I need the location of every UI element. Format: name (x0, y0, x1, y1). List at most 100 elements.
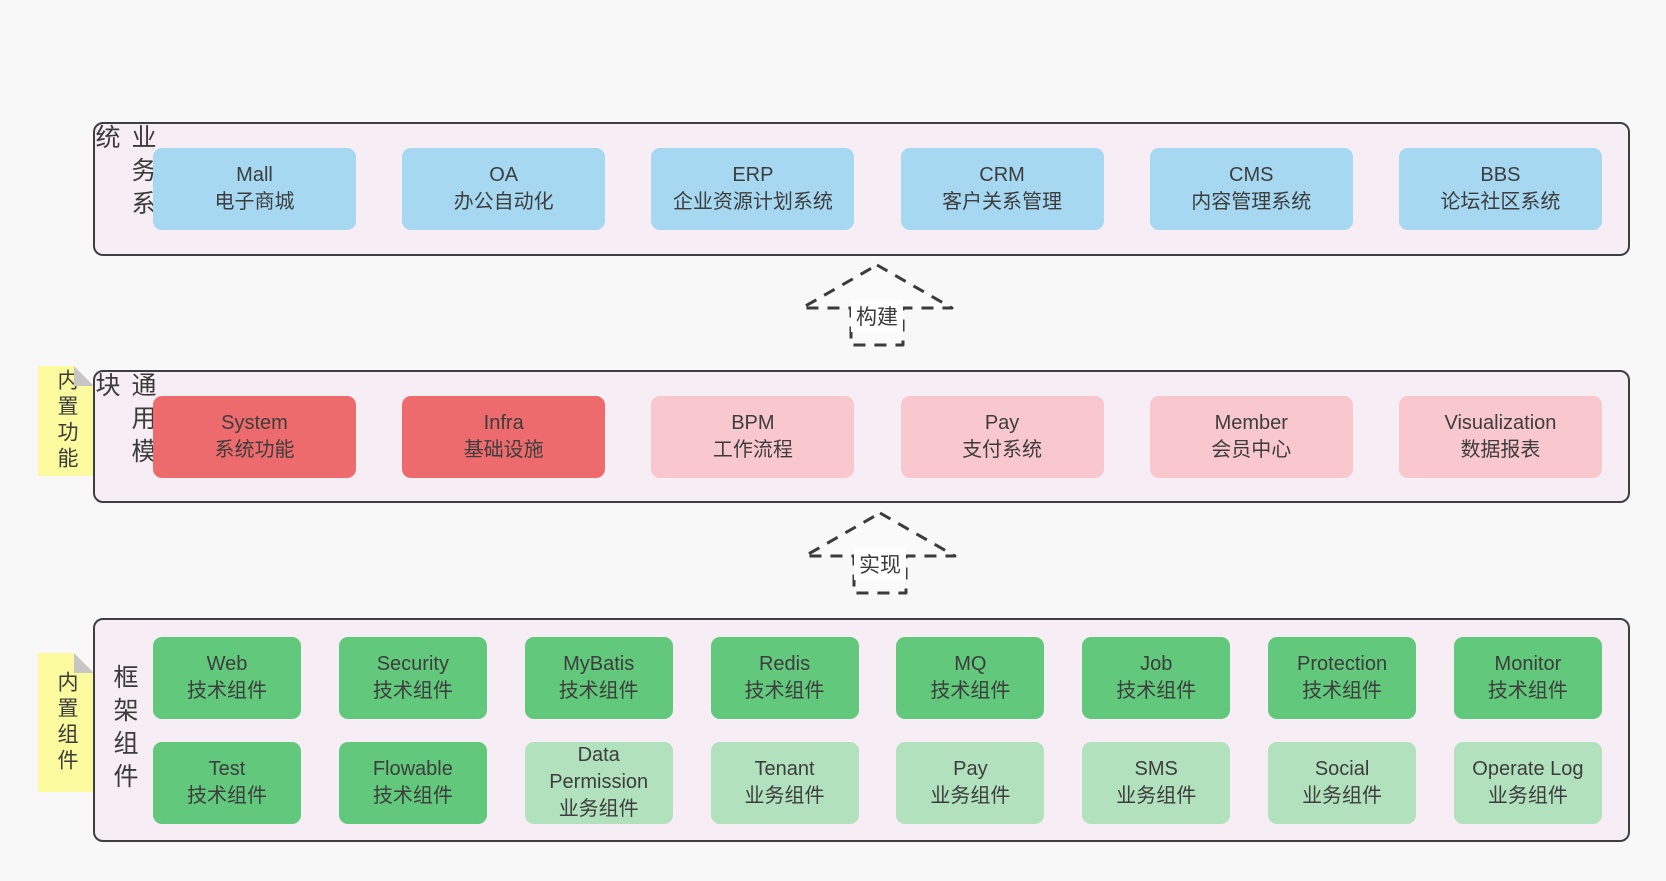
layer-side-label: 业务系统 (92, 124, 156, 223)
box-subtitle: 系统功能 (214, 438, 295, 461)
box-title: Pay (953, 757, 988, 780)
box-title: CRM (979, 164, 1025, 186)
box-subtitle: 技术组件 (1487, 679, 1568, 702)
box-subtitle: 办公自动化 (453, 191, 554, 213)
box-title: Redis (758, 652, 811, 675)
box-subtitle: 业务组件 (558, 798, 639, 820)
box-subtitle: 技术组件 (372, 784, 453, 807)
implement-arrow: 实现 (800, 510, 960, 596)
diagram-box-social: Social 业务组件 (1268, 741, 1417, 824)
box-subtitle: 技术组件 (187, 784, 267, 807)
diagram-box-cms: CMS 内容管理系统 (1149, 148, 1353, 230)
box-title: BBS (1480, 164, 1521, 186)
box-subtitle: 业务组件 (1487, 784, 1568, 807)
diagram-box-tenant: Tenant 业务组件 (710, 741, 859, 824)
box-title: Test (208, 757, 246, 780)
diagram-box-pay: Pay 支付系统 (900, 395, 1104, 478)
box-title: Mall (236, 164, 273, 186)
box-title: Member (1214, 411, 1288, 434)
diagram-box-redis: Redis 技术组件 (710, 636, 859, 719)
sticky-note-label: 内置组件 (55, 670, 78, 775)
box-subtitle: 技术组件 (187, 679, 267, 702)
layer-box-rows: Mall 电子商城 OA 办公自动化 ERP 企业资源计划系统 CRM 客户关系管理 CMS 内容… (153, 124, 1628, 254)
diagram-box-erp: ERP 企业资源计划系统 (651, 148, 855, 230)
diagram-box-bbs: BBS 论坛社区系统 (1398, 148, 1602, 230)
box-subtitle: 技术组件 (558, 679, 639, 702)
box-title: CMS (1229, 164, 1274, 186)
box-title: Tenant (754, 757, 815, 780)
sticky-note-builtin-components: 内置组件 (38, 653, 94, 792)
box-subtitle: 业务组件 (744, 784, 825, 807)
diagram-box-job: Job 技术组件 (1082, 636, 1231, 719)
box-subtitle: 技术组件 (930, 679, 1011, 702)
diagram-box-security: Security 技术组件 (338, 636, 487, 719)
diagram-box-mq: MQ 技术组件 (896, 636, 1045, 719)
box-title: ERP (732, 164, 774, 186)
box-title: MQ (954, 652, 987, 675)
box-title: Job (1140, 652, 1173, 675)
box-title: System (221, 411, 288, 434)
diagram-box-web: Web 技术组件 (153, 636, 301, 719)
diagram-box-data-permission: Data Permission 业务组件 (524, 741, 673, 824)
box-subtitle: 技术组件 (1116, 679, 1197, 702)
arrow-label: 构建 (797, 300, 957, 332)
box-subtitle: 工作流程 (712, 438, 793, 461)
box-subtitle: 业务组件 (1116, 784, 1197, 807)
box-subtitle: 论坛社区系统 (1440, 191, 1561, 213)
box-subtitle: 企业资源计划系统 (672, 191, 833, 213)
box-subtitle: 技术组件 (372, 679, 453, 702)
diagram-box-visualization: Visualization 数据报表 (1398, 395, 1602, 478)
layer-side-label: 通用模块 (92, 372, 156, 471)
box-subtitle: 业务组件 (930, 784, 1011, 807)
box-title: Infra (483, 411, 524, 434)
arrow-label: 实现 (800, 548, 960, 580)
diagram-box-crm: CRM 客户关系管理 (900, 148, 1104, 230)
box-title: Security (376, 652, 449, 675)
box-title: Flowable (372, 757, 453, 780)
diagram-box-mall: Mall 电子商城 (153, 148, 356, 230)
box-title: Protection (1297, 652, 1388, 675)
box-title: Web (206, 652, 248, 675)
diagram-box-mybatis: MyBatis 技术组件 (524, 636, 673, 719)
layer-side-label: 框架组件 (110, 664, 138, 796)
sticky-note-label: 内置功能 (55, 369, 78, 473)
diagram-box-test: Test 技术组件 (153, 741, 301, 824)
box-subtitle: 支付系统 (962, 438, 1043, 461)
box-subtitle: 内容管理系统 (1191, 191, 1312, 213)
box-subtitle: 业务组件 (1302, 784, 1383, 807)
box-subtitle: 基础设施 (463, 438, 544, 461)
diagram-box-operate-log: Operate Log 业务组件 (1453, 741, 1602, 824)
diagram-box-monitor: Monitor 技术组件 (1453, 636, 1602, 719)
box-title: MyBatis (563, 652, 635, 675)
box-subtitle: 技术组件 (744, 679, 825, 702)
layer-business-systems: 业务系统 Mall 电子商城 OA 办公自动化 ERP 企业资源计划系统 CRM 客户关系管理… (92, 122, 1630, 256)
diagram-box-infra: Infra 基础设施 (402, 395, 606, 478)
box-row: Mall 电子商城 OA 办公自动化 ERP 企业资源计划系统 CRM 客户关系管理 CMS 内容… (153, 148, 1602, 230)
box-subtitle: 客户关系管理 (942, 191, 1063, 213)
box-subtitle: 数据报表 (1460, 438, 1541, 461)
box-title: Monitor (1494, 652, 1562, 675)
diagram-box-member: Member 会员中心 (1149, 395, 1353, 478)
build-arrow: 构建 (797, 262, 957, 348)
box-title: Pay (984, 411, 1020, 434)
diagram-box-oa: OA 办公自动化 (402, 148, 606, 230)
box-title: Social (1314, 757, 1370, 780)
box-title: Data Permission (549, 744, 649, 793)
box-title: Visualization (1444, 411, 1557, 434)
box-subtitle: 电子商城 (214, 191, 295, 213)
diagram-box-pay: Pay 业务组件 (896, 741, 1045, 824)
box-title: Operate Log (1472, 757, 1584, 780)
box-subtitle: 会员中心 (1211, 438, 1292, 461)
box-title: OA (489, 164, 519, 186)
diagram-box-system: System 系统功能 (153, 395, 356, 478)
